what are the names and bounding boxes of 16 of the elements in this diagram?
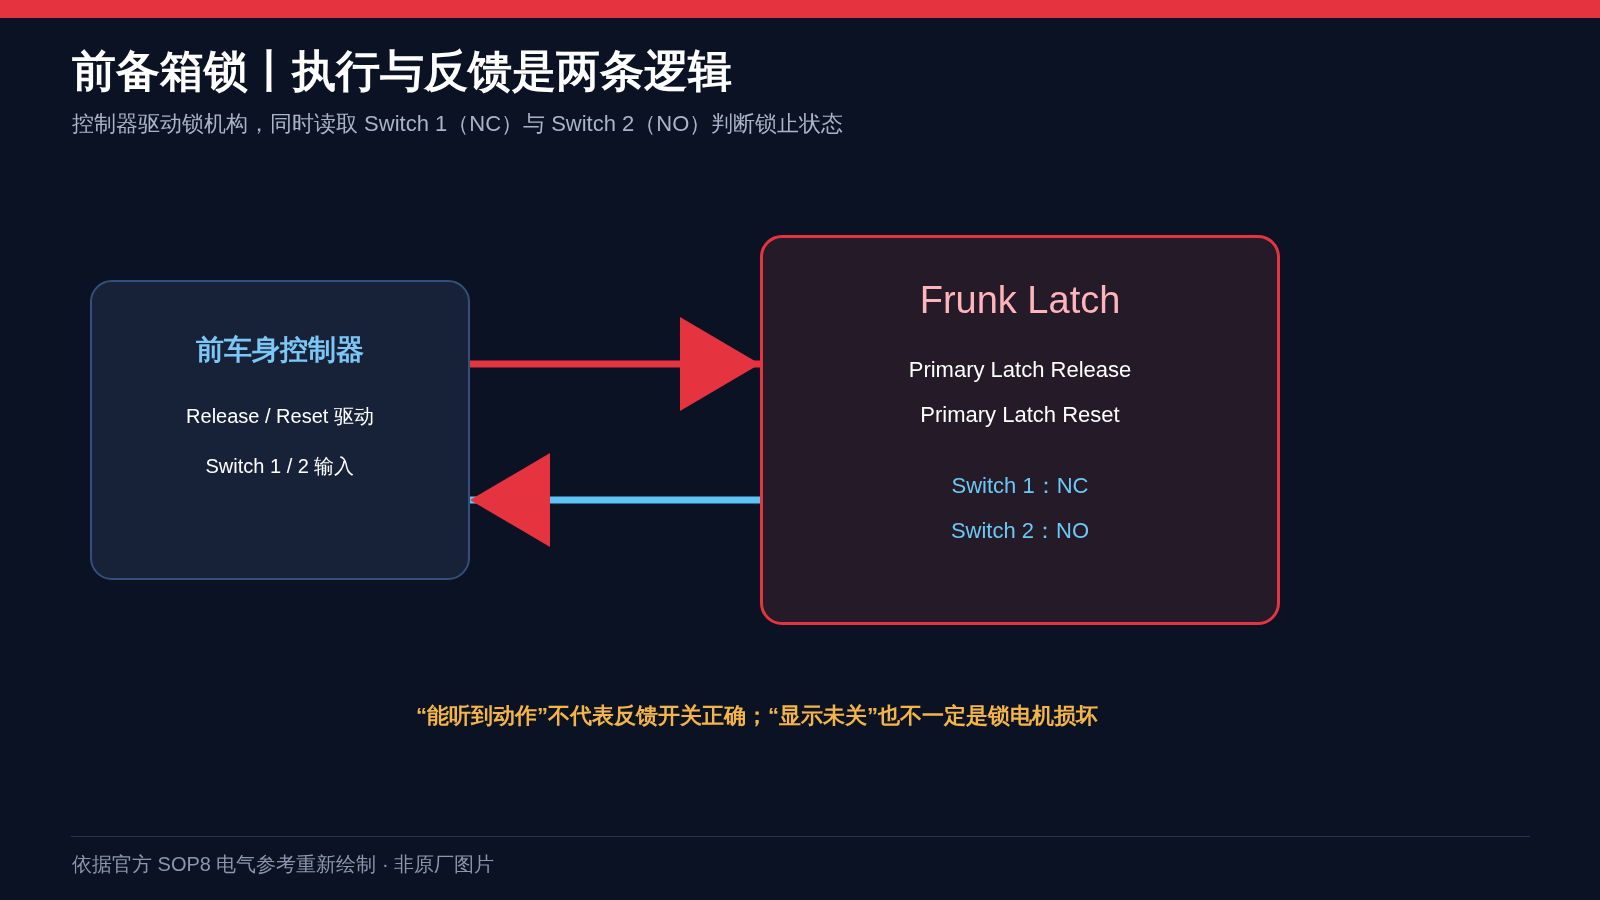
- subtitle: 控制器驱动锁机构，同时读取 Switch 1（NC）与 Switch 2（NO）判断锁止状态: [72, 110, 844, 138]
- warning-note: “能听到动作”不代表反馈开关正确；“显示未关”也不一定是锁电机损坏: [416, 702, 1098, 730]
- signal-label: Primary Latch Reset: [920, 401, 1120, 429]
- arrow: [470, 453, 760, 547]
- node-text: Release / Reset 驱动: [186, 404, 374, 429]
- module-box: [760, 235, 1280, 625]
- switch-state-label: Switch 2：NO: [950, 517, 1090, 545]
- switch-state-label: Switch 1：NC: [951, 472, 1089, 500]
- node-text: Switch 1 / 2 输入: [205, 454, 355, 479]
- footer-note: 依据官方 SOP8 电气参考重新绘制 · 非原厂图片: [72, 852, 495, 877]
- module-box: [90, 280, 470, 580]
- node-title: 前车身控制器: [196, 333, 364, 367]
- node-title: Frunk Latch: [919, 278, 1121, 323]
- arrow: [470, 317, 760, 411]
- slide-title: 前备箱锁丨执行与反馈是两条逻辑: [72, 45, 732, 97]
- signal-label: Primary Latch Release: [908, 356, 1132, 384]
